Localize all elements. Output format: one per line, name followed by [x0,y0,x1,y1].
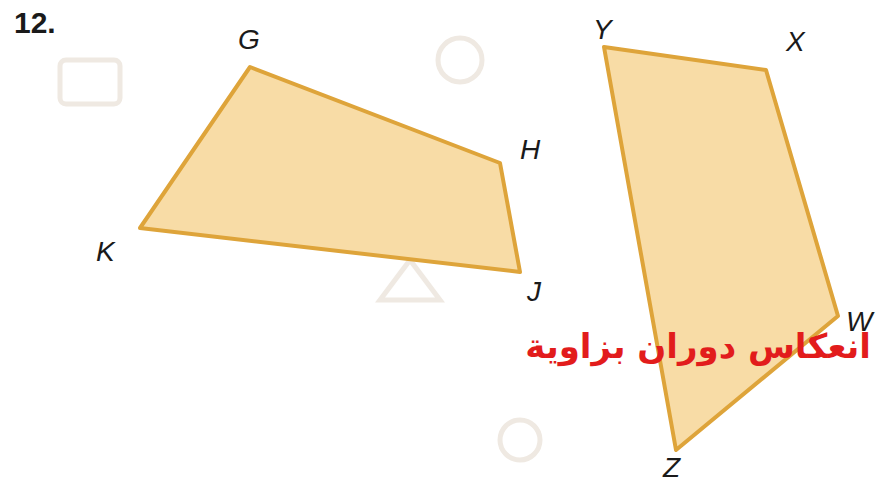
quadrilateral-GHJK [140,67,520,272]
vertex-label: Z [663,452,680,484]
problem-number: 12. [14,6,56,40]
vertex-label: X [786,26,805,58]
vertex-label: G [238,24,260,56]
vertex-label: Y [593,14,612,46]
vertex-label: K [96,236,115,268]
quadrilateral-YXWZ [604,47,838,450]
vertex-label: J [527,276,541,308]
arabic-note: انعكاس دوران بزاوية [525,326,871,366]
vertex-label: H [520,134,540,166]
